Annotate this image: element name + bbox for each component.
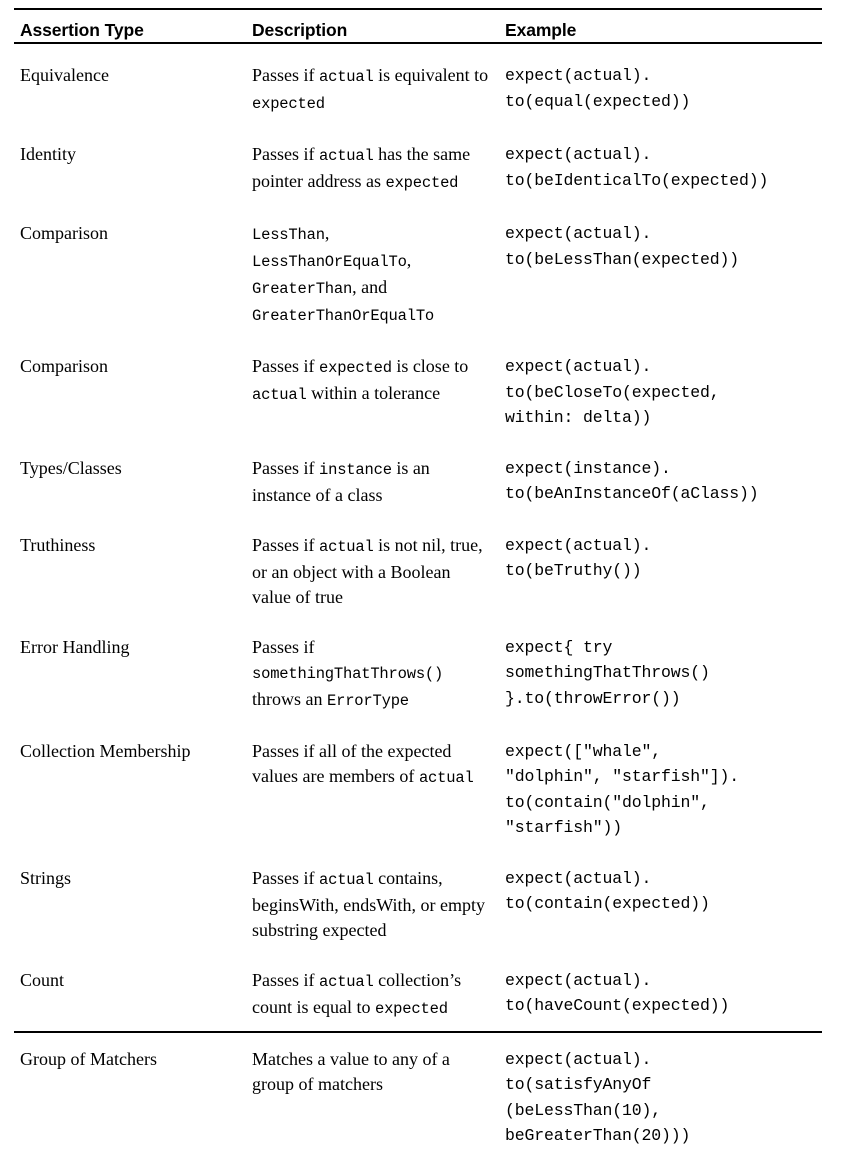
cell-assertion-type: Group of Matchers [20,1048,157,1069]
cell-assertion-type: Identity [20,144,76,164]
table-body: Equivalence Passes if actual is equivalen… [14,50,822,1161]
cell-example-code: expect(actual). to(beLessThan(expected)) [505,224,740,269]
table-row: Comparison LessThan, LessThanOrEqualTo, G… [14,208,822,341]
cell-description: Matches a value to any of a group of mat… [252,1048,450,1094]
table-row: Equivalence Passes if actual is equivalen… [14,50,822,129]
cell-description: Passes if somethingThatThrows() throws a… [252,636,444,710]
table-row: Types/Classes Passes if instance is an in… [14,443,822,520]
cell-description: LessThan, LessThanOrEqualTo, GreaterThan… [252,223,435,325]
cell-example-code: expect(actual). to(contain(expected)) [505,868,710,914]
cell-example-code: expect(actual). to(satisfyAnyOf (beLessT… [505,1049,691,1146]
cell-assertion-type: Error Handling [20,636,130,657]
cell-assertion-type: Equivalence [20,65,109,85]
table-header: Assertion Type Description Example [14,8,822,50]
cell-description: Passes if expected is close to actual wi… [252,356,469,404]
table-header-row: Assertion Type Description Example [14,8,822,50]
cell-description: Passes if actual has the same pointer ad… [252,144,471,192]
column-header-assertion-type: Assertion Type [20,20,144,40]
cell-description: Passes if all of the expected values are… [252,740,474,787]
cell-description: Passes if actual collection’s count is e… [252,969,462,1018]
reference-table-container: Assertion Type Description Example Equiv… [14,8,822,1161]
column-header-description: Description [252,20,348,40]
cell-assertion-type: Collection Membership [20,740,191,761]
table-row: Comparison Passes if expected is close to… [14,341,822,443]
table-row: Strings Passes if actual contains, begins… [14,853,822,955]
assertion-reference-table: Assertion Type Description Example Equiv… [14,8,822,1161]
cell-assertion-type: Count [20,969,65,990]
table-header-rule [14,42,822,44]
cell-assertion-type: Truthiness [20,534,96,555]
cell-example-code: expect(["whale", "dolphin", "starfish"])… [505,741,740,838]
table-row: Truthiness Passes if actual is not nil, t… [14,520,822,622]
cell-description: Passes if instance is an instance of a c… [252,457,430,505]
cell-assertion-type: Comparison [20,223,108,243]
cell-description: Passes if actual contains, beginsWith, e… [252,867,486,940]
cell-example-code: expect(actual). to(haveCount(expected)) [505,970,730,1016]
cell-example-code: expect{ try somethingThatThrows() }.to(t… [505,637,710,708]
cell-description: Passes if actual is equivalent to expect… [252,65,489,113]
cell-example-code: expect(actual). to(beTruthy()) [505,535,652,581]
cell-example-code: expect(actual). to(beIdenticalTo(expecte… [505,145,769,190]
cell-description: Passes if actual is not nil, true, or an… [252,534,483,607]
document-page: Assertion Type Description Example Equiv… [14,8,822,1145]
table-row: Group of Matchers Matches a value to any … [14,1034,822,1161]
table-top-rule [14,8,822,10]
table-row: Error Handling Passes if somethingThatThr… [14,622,822,726]
cell-example-code: expect(instance). to(beAnInstanceOf(aCla… [505,458,759,504]
table-row: Collection Membership Passes if all of th… [14,726,822,853]
cell-assertion-type: Strings [20,867,72,888]
cell-assertion-type: Comparison [20,356,108,376]
column-header-example: Example [505,20,577,40]
cell-example-code: expect(actual). to(beCloseTo(expected, w… [505,357,720,427]
table-row: Count Passes if actual collection’s count… [14,955,822,1034]
cell-assertion-type: Types/Classes [20,457,122,478]
cell-example-code: expect(actual). to(equal(expected)) [505,66,691,111]
table-row: Identity Passes if actual has the same po… [14,129,822,208]
table-bottom-rule [14,1031,822,1033]
